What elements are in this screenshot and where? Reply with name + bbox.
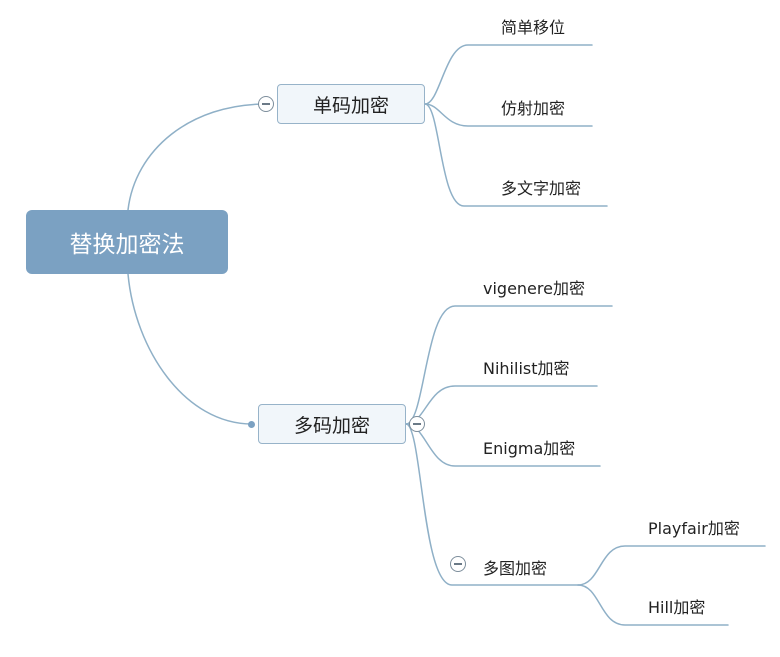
root-node-label: 替换加密法 (69, 232, 185, 258)
leaf-node[interactable]: Hill加密 (648, 598, 706, 617)
leaf-node[interactable]: vigenere加密 (483, 279, 585, 298)
connector-branch-1-child-2 (424, 103, 593, 127)
branch-connector-dot (248, 421, 255, 428)
minus-circle-icon (454, 563, 462, 565)
root-node[interactable]: 替换加密法 (26, 210, 228, 274)
connector-sub-child-1 (577, 545, 766, 586)
branch-node-2[interactable]: 多码加密 (258, 404, 406, 444)
leaf-node[interactable]: 仿射加密 (501, 99, 566, 118)
minus-circle-icon (413, 423, 421, 425)
sub-branch-node[interactable]: 多图加密 (483, 559, 548, 578)
connector-branch-2-child-2 (405, 385, 598, 425)
connector-root-to-branch-1 (127, 103, 267, 211)
leaf-node[interactable]: Nihilist加密 (483, 359, 570, 378)
connector-branch-1-child-3 (424, 103, 608, 207)
connector-root-to-branch-2 (127, 273, 253, 425)
minus-circle-icon (262, 103, 270, 105)
connector-branch-1-child-1 (424, 44, 593, 105)
connector-branch-2-child-4 (405, 423, 579, 586)
leaf-node[interactable]: Playfair加密 (648, 519, 740, 538)
branch-node-2-label: 多码加密 (293, 414, 370, 437)
collapse-toggle-sub-branch[interactable] (450, 556, 466, 572)
branch-node-1[interactable]: 单码加密 (277, 84, 425, 124)
branch-node-1-label: 单码加密 (312, 94, 389, 117)
leaf-node[interactable]: Enigma加密 (483, 439, 576, 458)
leaf-node[interactable]: 多文字加密 (501, 179, 582, 198)
connector-sub-child-2 (577, 584, 729, 626)
collapse-toggle-branch-2[interactable] (409, 416, 425, 432)
leaf-node[interactable]: 简单移位 (501, 18, 566, 37)
collapse-toggle-branch-1[interactable] (258, 96, 274, 112)
